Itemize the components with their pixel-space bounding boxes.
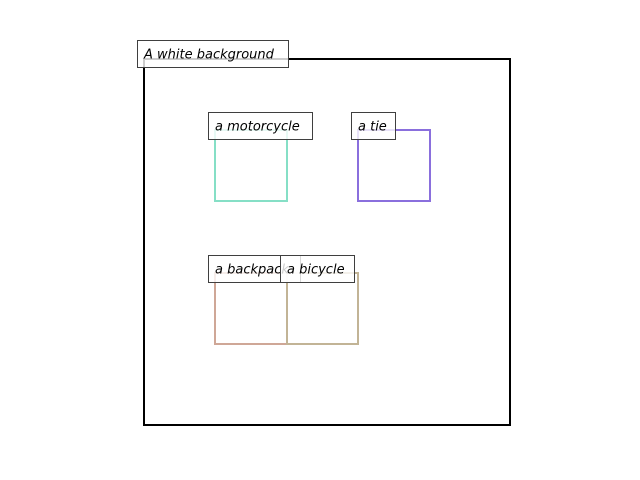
object-label-motorcycle: a motorcycle bbox=[208, 112, 313, 140]
object-box-tie bbox=[357, 129, 431, 202]
canvas-caption-box bbox=[137, 40, 289, 68]
object-label-box bbox=[208, 112, 313, 140]
object-label-box bbox=[351, 112, 396, 140]
object-label-text: a tie bbox=[358, 120, 387, 135]
object-box-motorcycle bbox=[214, 129, 288, 202]
object-label-bicycle: a bicycle bbox=[280, 255, 355, 283]
object-label-box bbox=[280, 255, 355, 283]
objects-layer bbox=[214, 129, 431, 345]
canvas-frame bbox=[143, 58, 511, 426]
canvas-caption: A white background bbox=[137, 40, 289, 68]
object-label-tie: a tie bbox=[351, 112, 396, 140]
object-box-backpack bbox=[214, 272, 288, 345]
object-label-text: a bicycle bbox=[287, 263, 345, 278]
object-label-text: a backpack bbox=[215, 263, 289, 278]
object-label-text: a motorcycle bbox=[215, 120, 300, 135]
object-box-bicycle bbox=[286, 272, 359, 345]
canvas-caption-text: A white background bbox=[143, 48, 275, 63]
